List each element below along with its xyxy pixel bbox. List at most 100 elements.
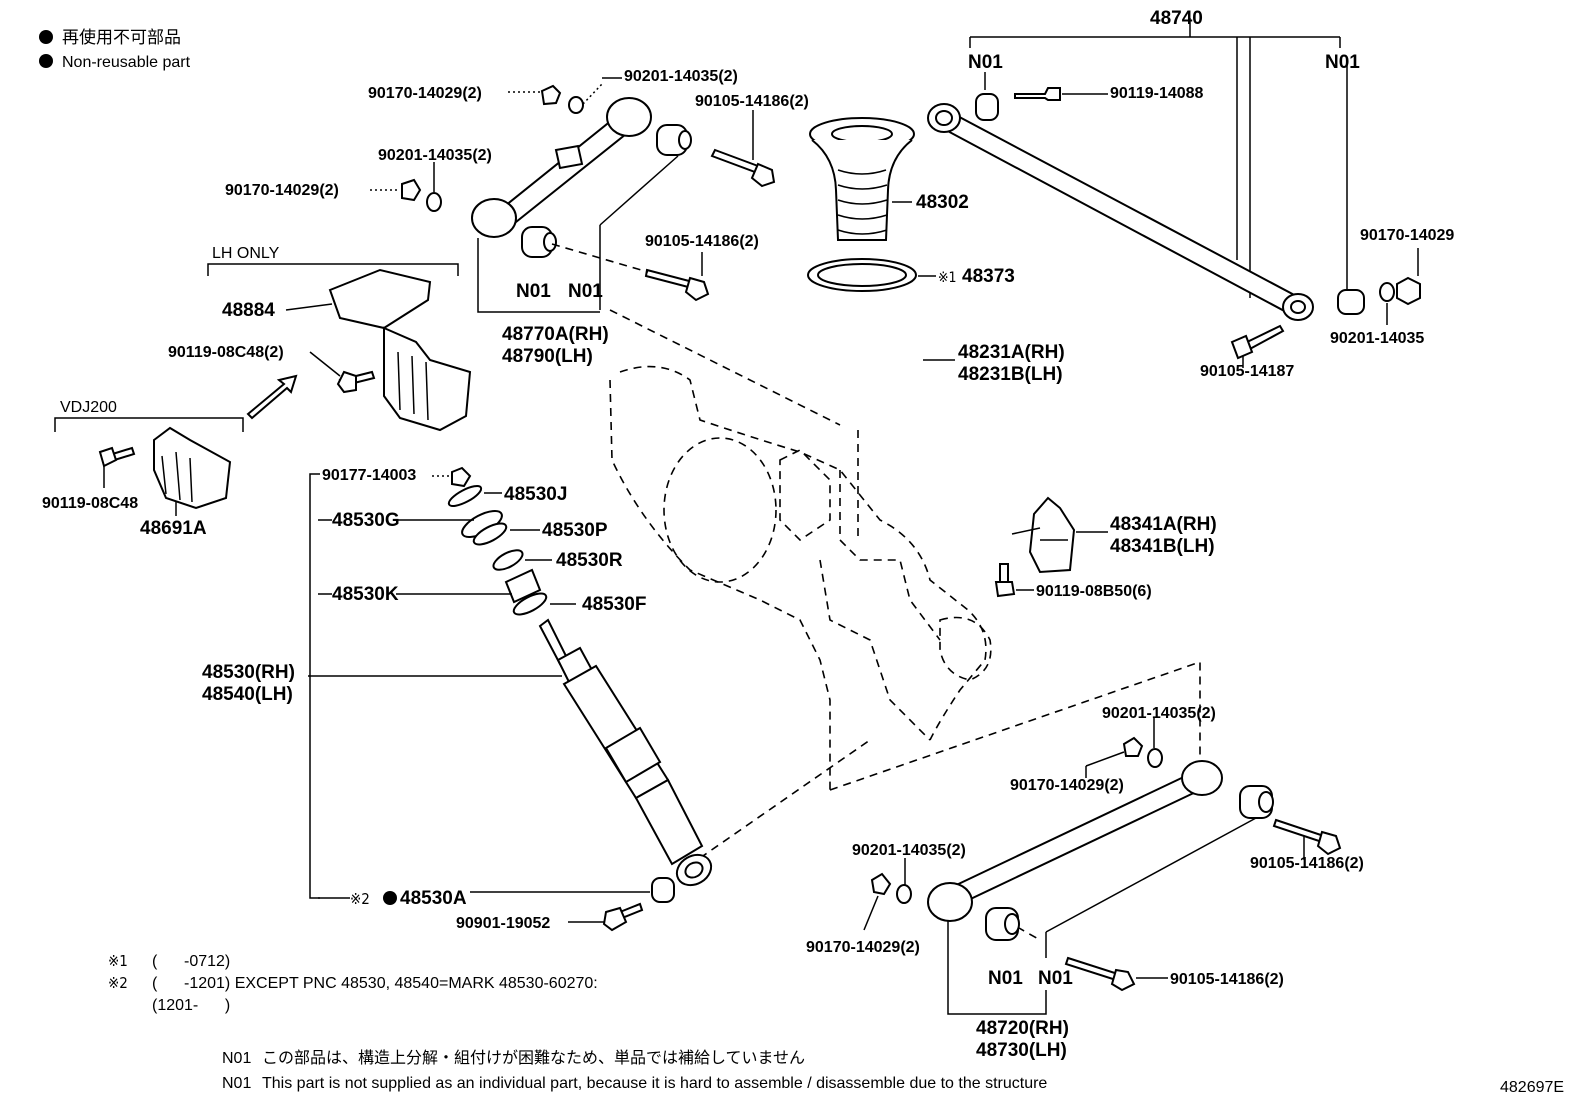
bolt: [644, 268, 695, 290]
legend-jp: 再使用不可部品: [62, 27, 181, 48]
legend-en: Non-reusable part: [62, 54, 191, 71]
label-48341a: 48341A(RH): [1110, 514, 1217, 535]
label-90170-14029-2: 90170-14029(2): [806, 939, 920, 956]
bushing-48530a: [651, 877, 675, 903]
label-48530k: 48530K: [332, 584, 399, 605]
label-90119-08c48: 90119-08C48: [42, 495, 138, 512]
protector-48691a: [153, 426, 232, 510]
label-n01: N01: [1325, 52, 1360, 73]
label-90105-14186-2: 90105-14186(2): [1170, 971, 1284, 988]
label-48720: 48720(RH): [976, 1018, 1069, 1039]
label-90105-14187: 90105-14187: [1200, 363, 1294, 380]
note-n01-jp: この部品は、構造上分解・組付けが困難なため、単品では補給していません: [262, 1048, 805, 1067]
arrow-icon: [246, 374, 298, 420]
coil-spring: [814, 299, 922, 446]
label-48231b: 48231B(LH): [958, 364, 1063, 385]
label-n01: N01: [568, 281, 603, 302]
lateral-rod-group: 48740 N01 N01 90119-14088 90170-14029 90…: [927, 8, 1454, 380]
note-mark-2: ※2: [108, 974, 128, 992]
axle-housing: [609, 309, 1201, 941]
label-lh-only: LH ONLY: [212, 245, 280, 262]
note-n01-code: N01: [222, 1050, 251, 1067]
shock-body: [562, 664, 670, 800]
label-90201-14035-2: 90201-14035(2): [624, 68, 738, 85]
note-n01-en: This part is not supplied as an individu…: [262, 1075, 1047, 1092]
bracket-48740: [969, 18, 1341, 298]
label-48530f: 48530F: [582, 594, 646, 615]
nut: [1122, 736, 1144, 757]
non-reusable-bullet-icon: [383, 891, 397, 905]
non-reusable-bullet-icon: [39, 30, 53, 44]
figure-id: 482697E: [1500, 1079, 1564, 1096]
label-48691a: 48691A: [140, 518, 207, 539]
label-90901-19052: 90901-19052: [456, 915, 550, 932]
bolt: [999, 563, 1009, 583]
label-48302: 48302: [916, 192, 969, 213]
washer: [447, 485, 483, 507]
label-48540-lh: 48540(LH): [202, 684, 293, 705]
bolt: [710, 148, 760, 174]
note-2-text: ( -1201) EXCEPT PNC 48530, 48540=MARK 48…: [152, 975, 598, 992]
label-48770a: 48770A(RH): [502, 324, 609, 345]
nut: [870, 872, 892, 896]
label-90201-14035-2: 90201-14035(2): [852, 842, 966, 859]
note-1-text: ( -0712): [152, 953, 230, 970]
label-90119-08b50-6: 90119-08B50(6): [1036, 583, 1152, 600]
non-reusable-bullet-icon: [39, 54, 53, 68]
bolt: [1272, 818, 1326, 844]
label-48884: 48884: [222, 300, 275, 321]
footnotes: ※1 ( -0712) ※2 ( -1201) EXCEPT PNC 48530…: [108, 952, 1564, 1096]
washer: [426, 192, 442, 212]
nut: [540, 84, 562, 106]
label-90105-14186-2: 90105-14186(2): [695, 93, 809, 110]
label-48530g: 48530G: [332, 510, 400, 531]
label-48740: 48740: [1150, 8, 1203, 29]
label-90170-14029: 90170-14029: [1360, 227, 1454, 244]
label-48730: 48730(LH): [976, 1040, 1067, 1061]
vdj200-group: VDJ200 90119-08C48 48691A: [42, 399, 244, 539]
label-vdj200: VDJ200: [60, 399, 117, 416]
label-48530a: 48530A: [400, 888, 467, 909]
label-48530j: 48530J: [504, 484, 567, 505]
bracket-48341: [1028, 496, 1076, 574]
label-48530-rh: 48530(RH): [202, 662, 295, 683]
label-90105-14186-2: 90105-14186(2): [645, 233, 759, 250]
washer: [1379, 282, 1395, 302]
shock-absorber-group: 90177-14003 48530J 48530G 48530P 48530R …: [202, 466, 713, 932]
label-90201-14035-2: 90201-14035(2): [1102, 705, 1216, 722]
label-90201-14035: 90201-14035: [1330, 330, 1424, 347]
label-90170-14029-2: 90170-14029(2): [1010, 777, 1124, 794]
washer: [896, 884, 912, 904]
lh-only-group: LH ONLY 48884 90119-08C48(2): [168, 245, 472, 432]
bolt: [1014, 87, 1061, 101]
bushing: [975, 93, 999, 121]
label-90105-14186-2: 90105-14186(2): [1250, 855, 1364, 872]
label-90170-14029-2: 90170-14029(2): [368, 85, 482, 102]
label-n01: N01: [988, 968, 1023, 989]
upper-control-arm-group: 90170-14029(2) 90201-14035(2) 90105-1418…: [225, 68, 809, 367]
upper-arm: [498, 118, 628, 224]
label-90177-14003: 90177-14003: [322, 467, 416, 484]
label-48530r: 48530R: [556, 550, 623, 571]
lower-control-arm-group: 90201-14035(2) 90170-14029(2) 90105-1418…: [806, 705, 1364, 1061]
label-90119-14088: 90119-14088: [1110, 85, 1204, 102]
note-2-text-2: (1201- ): [152, 997, 230, 1014]
nut: [451, 466, 472, 488]
label-n01: N01: [516, 281, 551, 302]
nut: [401, 178, 422, 202]
bracket-48884: [328, 268, 432, 330]
bushing: [1337, 289, 1365, 315]
label-90170-14029-2: 90170-14029(2): [225, 182, 339, 199]
note-mark-1: ※1: [108, 952, 128, 970]
spring-group: 48302 ※1 48373 48231A(RH) 48231B(LH): [807, 117, 1065, 446]
note-n01-code: N01: [222, 1075, 251, 1092]
label-48231a: 48231A(RH): [958, 342, 1065, 363]
label-90201-14035-2: 90201-14035(2): [378, 147, 492, 164]
label-48530p: 48530P: [542, 520, 608, 541]
label-48373: 48373: [962, 266, 1015, 287]
mark-2: ※2: [350, 890, 370, 908]
nut: [1396, 276, 1421, 306]
washer: [1147, 748, 1163, 768]
label-n01: N01: [968, 52, 1003, 73]
